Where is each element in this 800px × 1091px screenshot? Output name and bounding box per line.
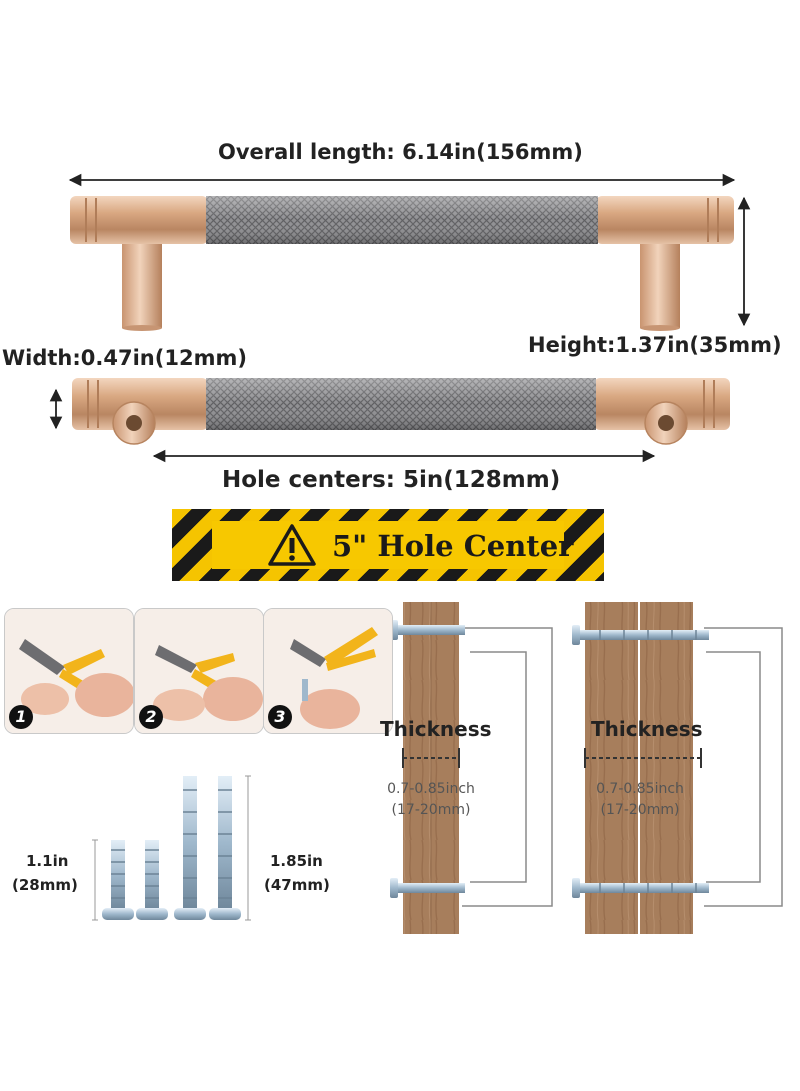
overall-length-label: Overall length: 6.14in(156mm) [218, 140, 583, 164]
screw-top-long [577, 630, 709, 640]
screw-short-2 [136, 840, 168, 920]
thickness-title-2: Thickness [591, 717, 703, 741]
screw-long-1 [174, 776, 206, 920]
step-panel-1: 1 [4, 608, 134, 734]
handle-cap-left [70, 196, 208, 244]
screw-top [395, 625, 465, 635]
warning-icon [268, 524, 316, 566]
step-number-3: 3 [268, 705, 292, 729]
step-panel-3: 3 [263, 608, 393, 734]
thickness-range-1: 0.7-0.85inch [387, 781, 475, 797]
height-label: Height:1.37in(35mm) [528, 333, 782, 357]
screw-bottom [395, 883, 465, 893]
short-screw-length-mm: (28mm) [12, 876, 78, 894]
wood-board-2 [640, 602, 693, 934]
handle-side-view [68, 173, 751, 331]
handle-cap-right [596, 196, 734, 244]
thickness-range-2: 0.7-0.85inch [596, 781, 684, 797]
screw-set [92, 775, 251, 921]
wood-board-1 [585, 602, 638, 934]
step-number-2: 2 [139, 705, 163, 729]
hole-centers-label: Hole centers: 5in(128mm) [222, 467, 561, 493]
install-diagram-single-board [390, 602, 553, 934]
screw-long-2 [209, 776, 241, 920]
handle-post-left [122, 238, 162, 328]
handle-post-right [640, 238, 680, 328]
thickness-title-1: Thickness [380, 717, 492, 741]
step-number-1: 1 [9, 705, 33, 729]
width-label: Width:0.47in(12mm) [2, 346, 247, 370]
screw-short-1 [102, 840, 134, 920]
hole-center-banner: 5" Hole Center [172, 509, 604, 581]
long-screw-length-mm: (47mm) [264, 876, 330, 894]
install-diagram-double-board [572, 602, 783, 934]
thickness-range-mm-1: (17-20mm) [391, 802, 471, 818]
short-screw-length: 1.1in [26, 852, 69, 870]
screw-bottom-long [577, 883, 709, 893]
step-panel-2: 2 [134, 608, 264, 734]
thickness-range-mm-2: (17-20mm) [600, 802, 680, 818]
banner-text: 5" Hole Center [332, 529, 574, 563]
pliers-illustration [135, 609, 263, 733]
handle-top-view [49, 378, 730, 463]
long-screw-length: 1.85in [270, 852, 323, 870]
